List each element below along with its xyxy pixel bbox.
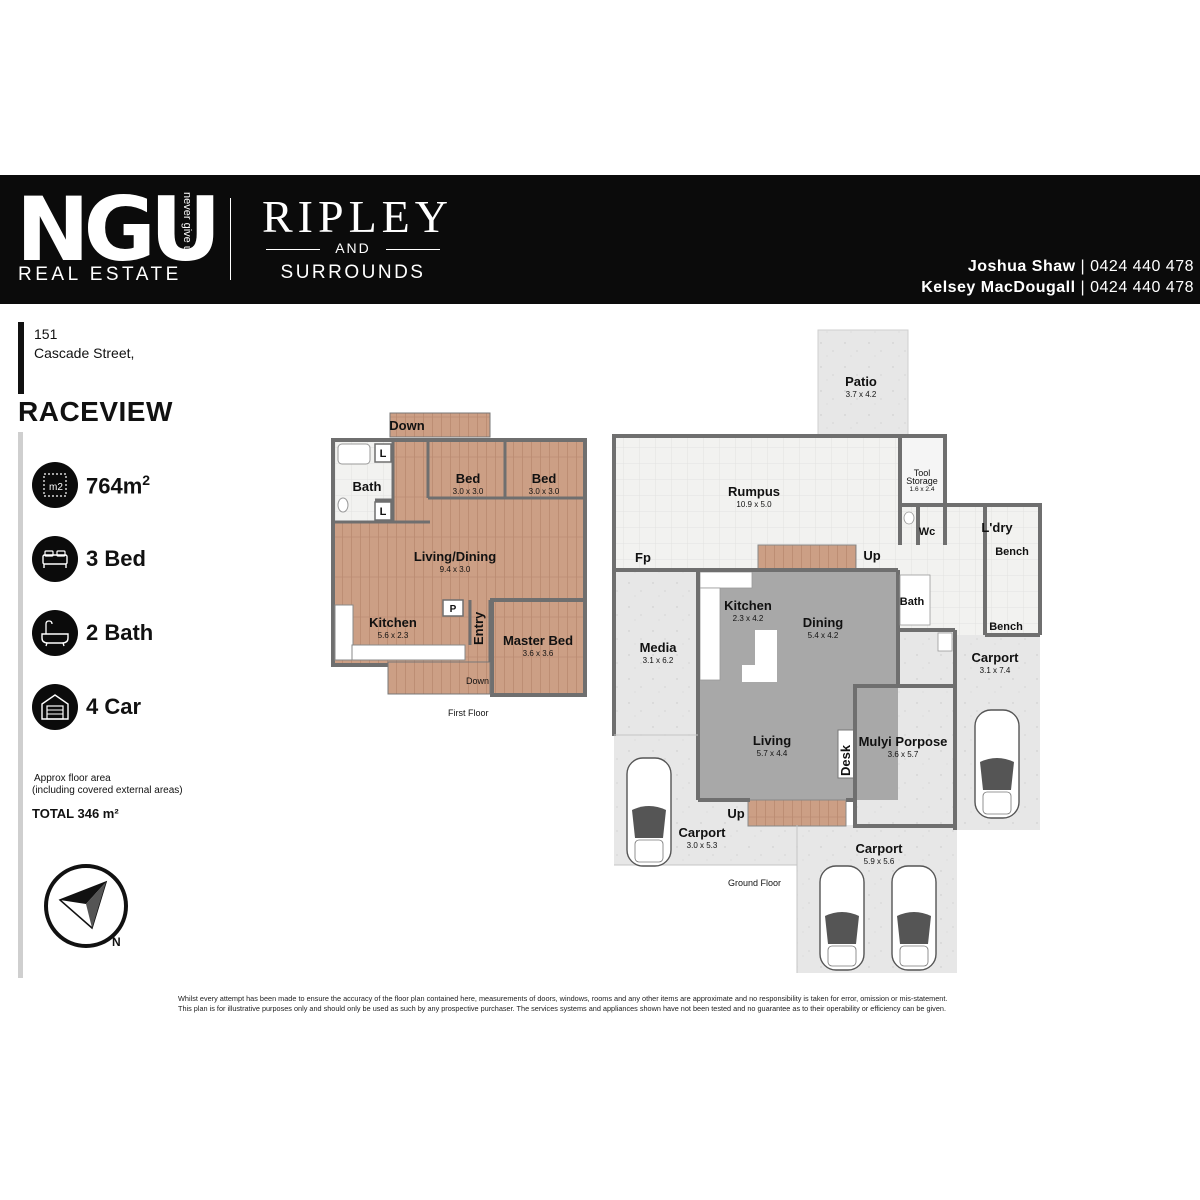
brand-subtitle: SURROUNDS [280,262,426,283]
header-banner [0,175,1200,304]
gf-desk: Desk [838,744,853,776]
gf-tool-label-1: Tool [914,468,931,478]
approx-area-label: Approx floor area [34,773,111,784]
gf-tool-label-2: Storage [906,476,938,486]
agent-sep: | [1080,258,1086,275]
gf-tool-dims: 1.6 x 2.4 [910,486,935,493]
ff-living-dims: 9.4 x 3.0 [440,565,471,574]
disclaimer: Whilst every attempt has been made to en… [178,994,1048,1014]
brand-name: RIPLEY [262,191,453,242]
ff-living-name: Living/Dining [414,549,496,564]
feature-bath: 2 Bath [86,620,154,645]
gf-carport-left-name: Carport [679,825,727,840]
gf-rumpus-dims: 10.9 x 5.0 [736,500,772,509]
ff-caption: First Floor [448,708,489,718]
ff-linen-2: L [380,506,387,518]
ff-kitchen-name: Kitchen [369,615,417,630]
first-floor-plan: Down L L P Bed 3.0 x 3.0 Bed 3.0 x 3.0 B… [331,412,587,718]
gf-kitchen-dims: 2.3 x 4.2 [733,614,764,623]
ff-down-top: Down [389,418,424,433]
ff-entry: Entry [471,611,486,645]
gf-up-top: Up [863,548,880,563]
ff-master-name: Master Bed [503,633,573,648]
bath-icon [32,610,78,656]
car-icon [974,709,1020,819]
ngu-subtitle: REAL ESTATE [18,264,182,285]
garage-icon [32,684,78,730]
ff-kitchen-dims: 5.6 x 2.3 [378,631,409,640]
agent-name: Joshua Shaw [967,258,1076,275]
gf-carport-bottom-dims: 5.9 x 5.6 [864,857,895,866]
compass-icon: N [44,864,128,949]
ngu-logo: NGU [16,178,221,281]
car-icon [626,757,672,867]
gf-bench-1: Bench [995,546,1029,558]
disclaimer-line-1: Whilst every attempt has been made to en… [178,994,948,1003]
brand-and: AND [262,240,444,256]
car-icon [891,865,937,971]
gf-carport-right-name: Carport [972,650,1020,665]
gf-media-name: Media [640,640,678,655]
bed-icon [32,536,78,582]
feature-bed: 3 Bed [86,546,146,571]
gf-living-name: Living [753,733,791,748]
gf-carport-left-dims: 3.0 x 5.3 [687,841,718,850]
disclaimer-line-2: This plan is for illustrative purposes o… [178,1004,946,1013]
gf-rumpus-name: Rumpus [728,484,780,499]
car-icon [819,865,865,971]
gf-dining-dims: 5.4 x 4.2 [808,631,839,640]
suburb-title: RACEVIEW [18,396,173,427]
agent-phone[interactable]: 0424 440 478 [1090,258,1194,275]
header-divider [230,198,231,280]
ground-floor-plan: Patio 3.7 x 4.2 Rumpus 10.9 x 5.0 Tool S… [612,329,1042,973]
gf-multi-name: Mulyi Porpose [859,734,948,749]
ff-bed-2-name: Bed [532,471,557,486]
ff-bed-2-dims: 3.0 x 3.0 [529,487,560,496]
ff-pantry: P [450,604,457,615]
land-area-icon: m2 [32,462,78,508]
land-area-icon-text: m2 [49,482,63,493]
agent-name: Kelsey MacDougall [921,279,1076,296]
approx-area-note: (including covered external areas) [32,785,183,796]
agent-2: Kelsey MacDougall | 0424 440 478 [921,279,1194,297]
gf-kitchen-name: Kitchen [724,598,772,613]
gf-media-dims: 3.1 x 6.2 [643,656,674,665]
gf-bath-name: Bath [900,596,925,608]
gf-patio-name: Patio [845,374,877,389]
gf-caption: Ground Floor [728,878,781,888]
ff-master-dims: 3.6 x 3.6 [523,649,554,658]
agent-sep: | [1080,279,1086,296]
compass-north: N [112,935,121,949]
gf-bench-2: Bench [989,621,1023,633]
total-area: TOTAL 346 m² [32,806,119,821]
side-accent-bar [18,432,23,978]
gf-patio-dims: 3.7 x 4.2 [846,390,877,399]
gf-multi-dims: 3.6 x 5.7 [888,750,919,759]
street-name: Cascade Street, [34,345,135,361]
ff-bed-1-dims: 3.0 x 3.0 [453,487,484,496]
ff-bed-1-name: Bed [456,471,481,486]
ngu-tagline: never give up [181,192,193,259]
gf-living-dims: 5.7 x 4.4 [757,749,788,758]
gf-fp: Fp [635,550,651,565]
gf-carport-right-dims: 3.1 x 7.4 [980,666,1011,675]
gf-laundry-name: L'dry [981,520,1013,535]
street-number: 151 [34,326,58,342]
ff-bath-name: Bath [353,479,382,494]
gf-carport-bottom-name: Carport [856,841,904,856]
gf-wc-name: Wc [919,526,936,538]
agent-phone[interactable]: 0424 440 478 [1090,279,1194,296]
gf-dining-name: Dining [803,615,843,630]
ff-linen-1: L [380,448,387,460]
address-accent [18,322,24,394]
feature-car: 4 Car [86,694,142,719]
gf-up-bottom: Up [727,806,744,821]
ff-down-bottom: Down [466,676,489,686]
agent-1: Joshua Shaw | 0424 440 478 [968,258,1194,276]
feature-land: 764m2 [86,472,151,499]
